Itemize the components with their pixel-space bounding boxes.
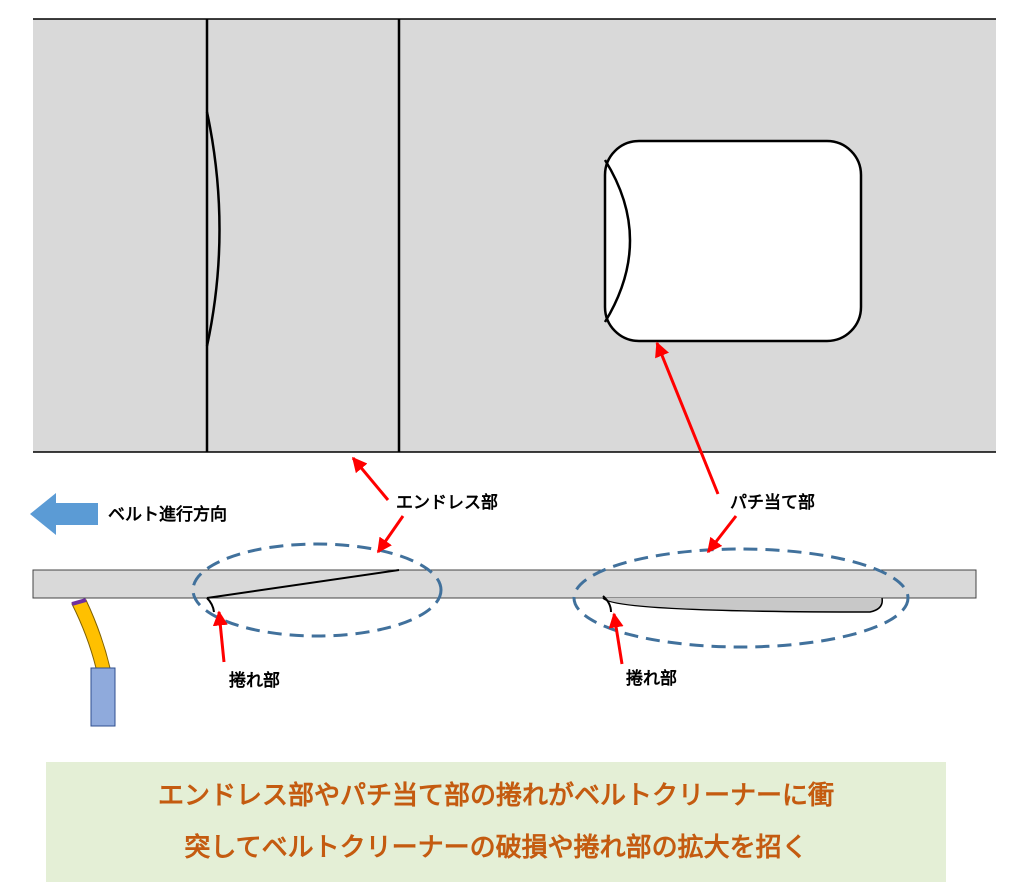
endless-curl-tip — [206, 597, 215, 613]
belt-cleaner-body — [90, 667, 116, 727]
caption-line-2: 突してベルトクリーナーの破損や捲れ部の拡大を招く — [184, 833, 808, 863]
patch-side-view — [602, 597, 883, 613]
endless-label-arrow-down — [376, 515, 405, 554]
patch-part-label: パチ当て部 — [730, 492, 815, 513]
patch-curl-tip — [602, 595, 612, 613]
patch-part-highlight — [572, 547, 910, 649]
belt-direction-arrow — [30, 493, 98, 535]
patch-label-arrow-down — [706, 515, 738, 554]
patch-top-view — [603, 139, 863, 343]
endless-curl-arc — [205, 111, 221, 347]
belt-side-view — [32, 569, 977, 599]
patch-label-arrow-up — [655, 341, 720, 495]
belt-cleaner-blade — [71, 599, 111, 669]
curl-left-arrow — [212, 610, 228, 663]
curl-right-arrow — [608, 612, 624, 665]
caption-box: エンドレス部やパチ当て部の捲れがベルトクリーナーに衝 突してベルトクリーナーの破… — [46, 762, 946, 882]
patch-curl-arc — [603, 159, 632, 323]
endless-label-arrow-up — [351, 456, 390, 501]
endless-part-highlight — [191, 542, 443, 638]
endless-joint-side-line — [206, 569, 400, 599]
belt-cleaner-tip — [71, 598, 87, 606]
belt-direction-label: ベルト進行方向 — [108, 504, 227, 525]
curl-part-label-right: 捲れ部 — [626, 668, 677, 689]
caption-line-1: エンドレス部やパチ当て部の捲れがベルトクリーナーに衝 — [157, 781, 834, 811]
curl-part-label-left: 捲れ部 — [229, 670, 280, 691]
endless-part-label: エンドレス部 — [396, 492, 498, 513]
